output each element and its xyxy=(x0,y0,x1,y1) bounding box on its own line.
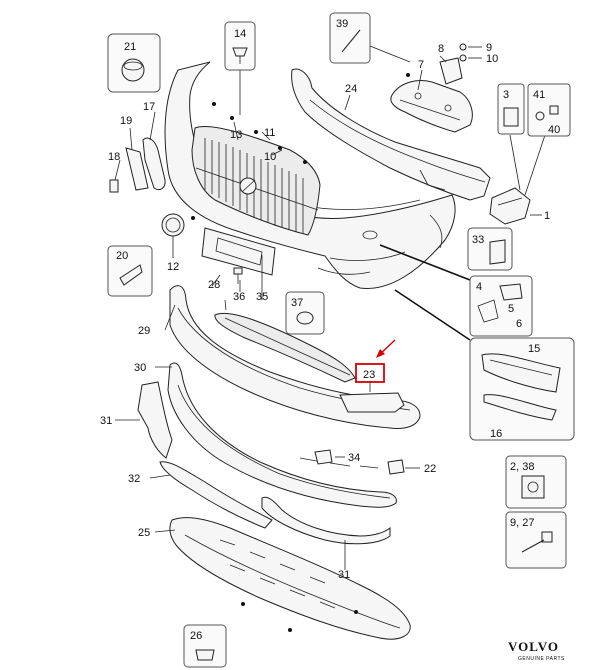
label-6: 6 xyxy=(516,318,522,330)
label-11: 11 xyxy=(264,127,275,139)
underbody-shield-25 xyxy=(169,517,411,640)
label-22: 22 xyxy=(424,463,436,475)
label-12: 12 xyxy=(167,261,179,273)
label-24: 24 xyxy=(345,83,357,95)
connector-34 xyxy=(314,449,333,465)
grille-28 xyxy=(214,312,356,383)
side-bracket-19 xyxy=(125,147,149,191)
part-labels: 21 14 39 8 9 10 7 3 41 40 24 13 11 10 17… xyxy=(100,18,560,642)
front-grille xyxy=(191,126,321,236)
label-36: 36 xyxy=(233,291,245,303)
lower-bumper-30 xyxy=(167,362,397,508)
leader-lines xyxy=(114,39,546,570)
clip-18 xyxy=(109,179,119,193)
label-9: 9 xyxy=(486,42,492,54)
label-28: 28 xyxy=(208,279,220,291)
label-4: 4 xyxy=(476,281,482,293)
license-plate-holder xyxy=(201,227,276,276)
label-37: 37 xyxy=(291,297,303,309)
connector-22 xyxy=(387,459,405,475)
crossmember xyxy=(291,68,491,201)
label-19: 19 xyxy=(120,115,132,127)
callout-2-38 xyxy=(505,455,567,509)
label-2-38: 2, 38 xyxy=(510,461,534,473)
emblem xyxy=(161,213,185,237)
label-5: 5 xyxy=(508,303,514,315)
label-40: 40 xyxy=(548,124,560,136)
side-trim-31a xyxy=(137,381,173,459)
callout-41-40 xyxy=(527,83,571,137)
label-31b: 31 xyxy=(338,569,350,581)
label-20: 20 xyxy=(116,250,128,262)
callout-4-5-6 xyxy=(469,275,533,337)
label-18: 18 xyxy=(108,151,120,163)
callout-37 xyxy=(285,291,325,335)
label-17: 17 xyxy=(143,101,155,113)
label-25: 25 xyxy=(138,527,150,539)
label-33: 33 xyxy=(472,234,484,246)
label-31a: 31 xyxy=(100,415,112,427)
part-23-highlight-box xyxy=(355,363,385,383)
bolt-9-10 xyxy=(459,43,467,62)
callout-26 xyxy=(183,624,227,668)
label-13: 13 xyxy=(230,129,242,141)
label-26: 26 xyxy=(190,630,202,642)
label-10: 10 xyxy=(486,53,498,65)
brand-name: VOLVO xyxy=(508,639,559,654)
label-3: 3 xyxy=(503,89,509,101)
part-23-bracket xyxy=(339,392,405,413)
label-16: 16 xyxy=(490,428,502,440)
label-10b: 10 xyxy=(264,151,276,163)
fastener-dots xyxy=(191,73,410,632)
label-1: 1 xyxy=(544,210,550,222)
strip-32 xyxy=(159,461,273,529)
label-34: 34 xyxy=(348,452,360,464)
callout-21 xyxy=(107,33,161,93)
callout-15-16 xyxy=(469,337,575,441)
label-7: 7 xyxy=(418,59,424,71)
callout-9-27 xyxy=(505,511,567,569)
bracket-8 xyxy=(439,57,463,85)
label-15: 15 xyxy=(528,343,540,355)
label-14: 14 xyxy=(234,28,246,40)
label-29: 29 xyxy=(138,325,150,337)
label-23: 23 xyxy=(363,369,375,381)
label-30: 30 xyxy=(134,362,146,374)
screw-36 xyxy=(233,267,243,284)
label-41: 41 xyxy=(533,89,545,101)
callout-39 xyxy=(329,12,371,64)
label-32: 32 xyxy=(128,473,140,485)
label-8: 8 xyxy=(438,43,444,55)
brand-logo: VOLVO GENUINE PARTS xyxy=(508,639,565,662)
callout-3 xyxy=(497,83,525,135)
bracket-1 xyxy=(489,187,531,225)
callout-14 xyxy=(224,21,256,71)
callout-33 xyxy=(467,227,513,271)
brand-tagline: GENUINE PARTS xyxy=(518,656,565,662)
label-39: 39 xyxy=(336,18,348,30)
callout-20 xyxy=(107,245,153,297)
side-bracket-17 xyxy=(142,137,166,191)
label-21: 21 xyxy=(124,41,136,53)
label-9-27: 9, 27 xyxy=(510,517,534,529)
side-trim-31b xyxy=(261,496,391,545)
label-35: 35 xyxy=(256,291,268,303)
bracket-left xyxy=(390,80,473,133)
highlight-arrow xyxy=(376,339,396,358)
